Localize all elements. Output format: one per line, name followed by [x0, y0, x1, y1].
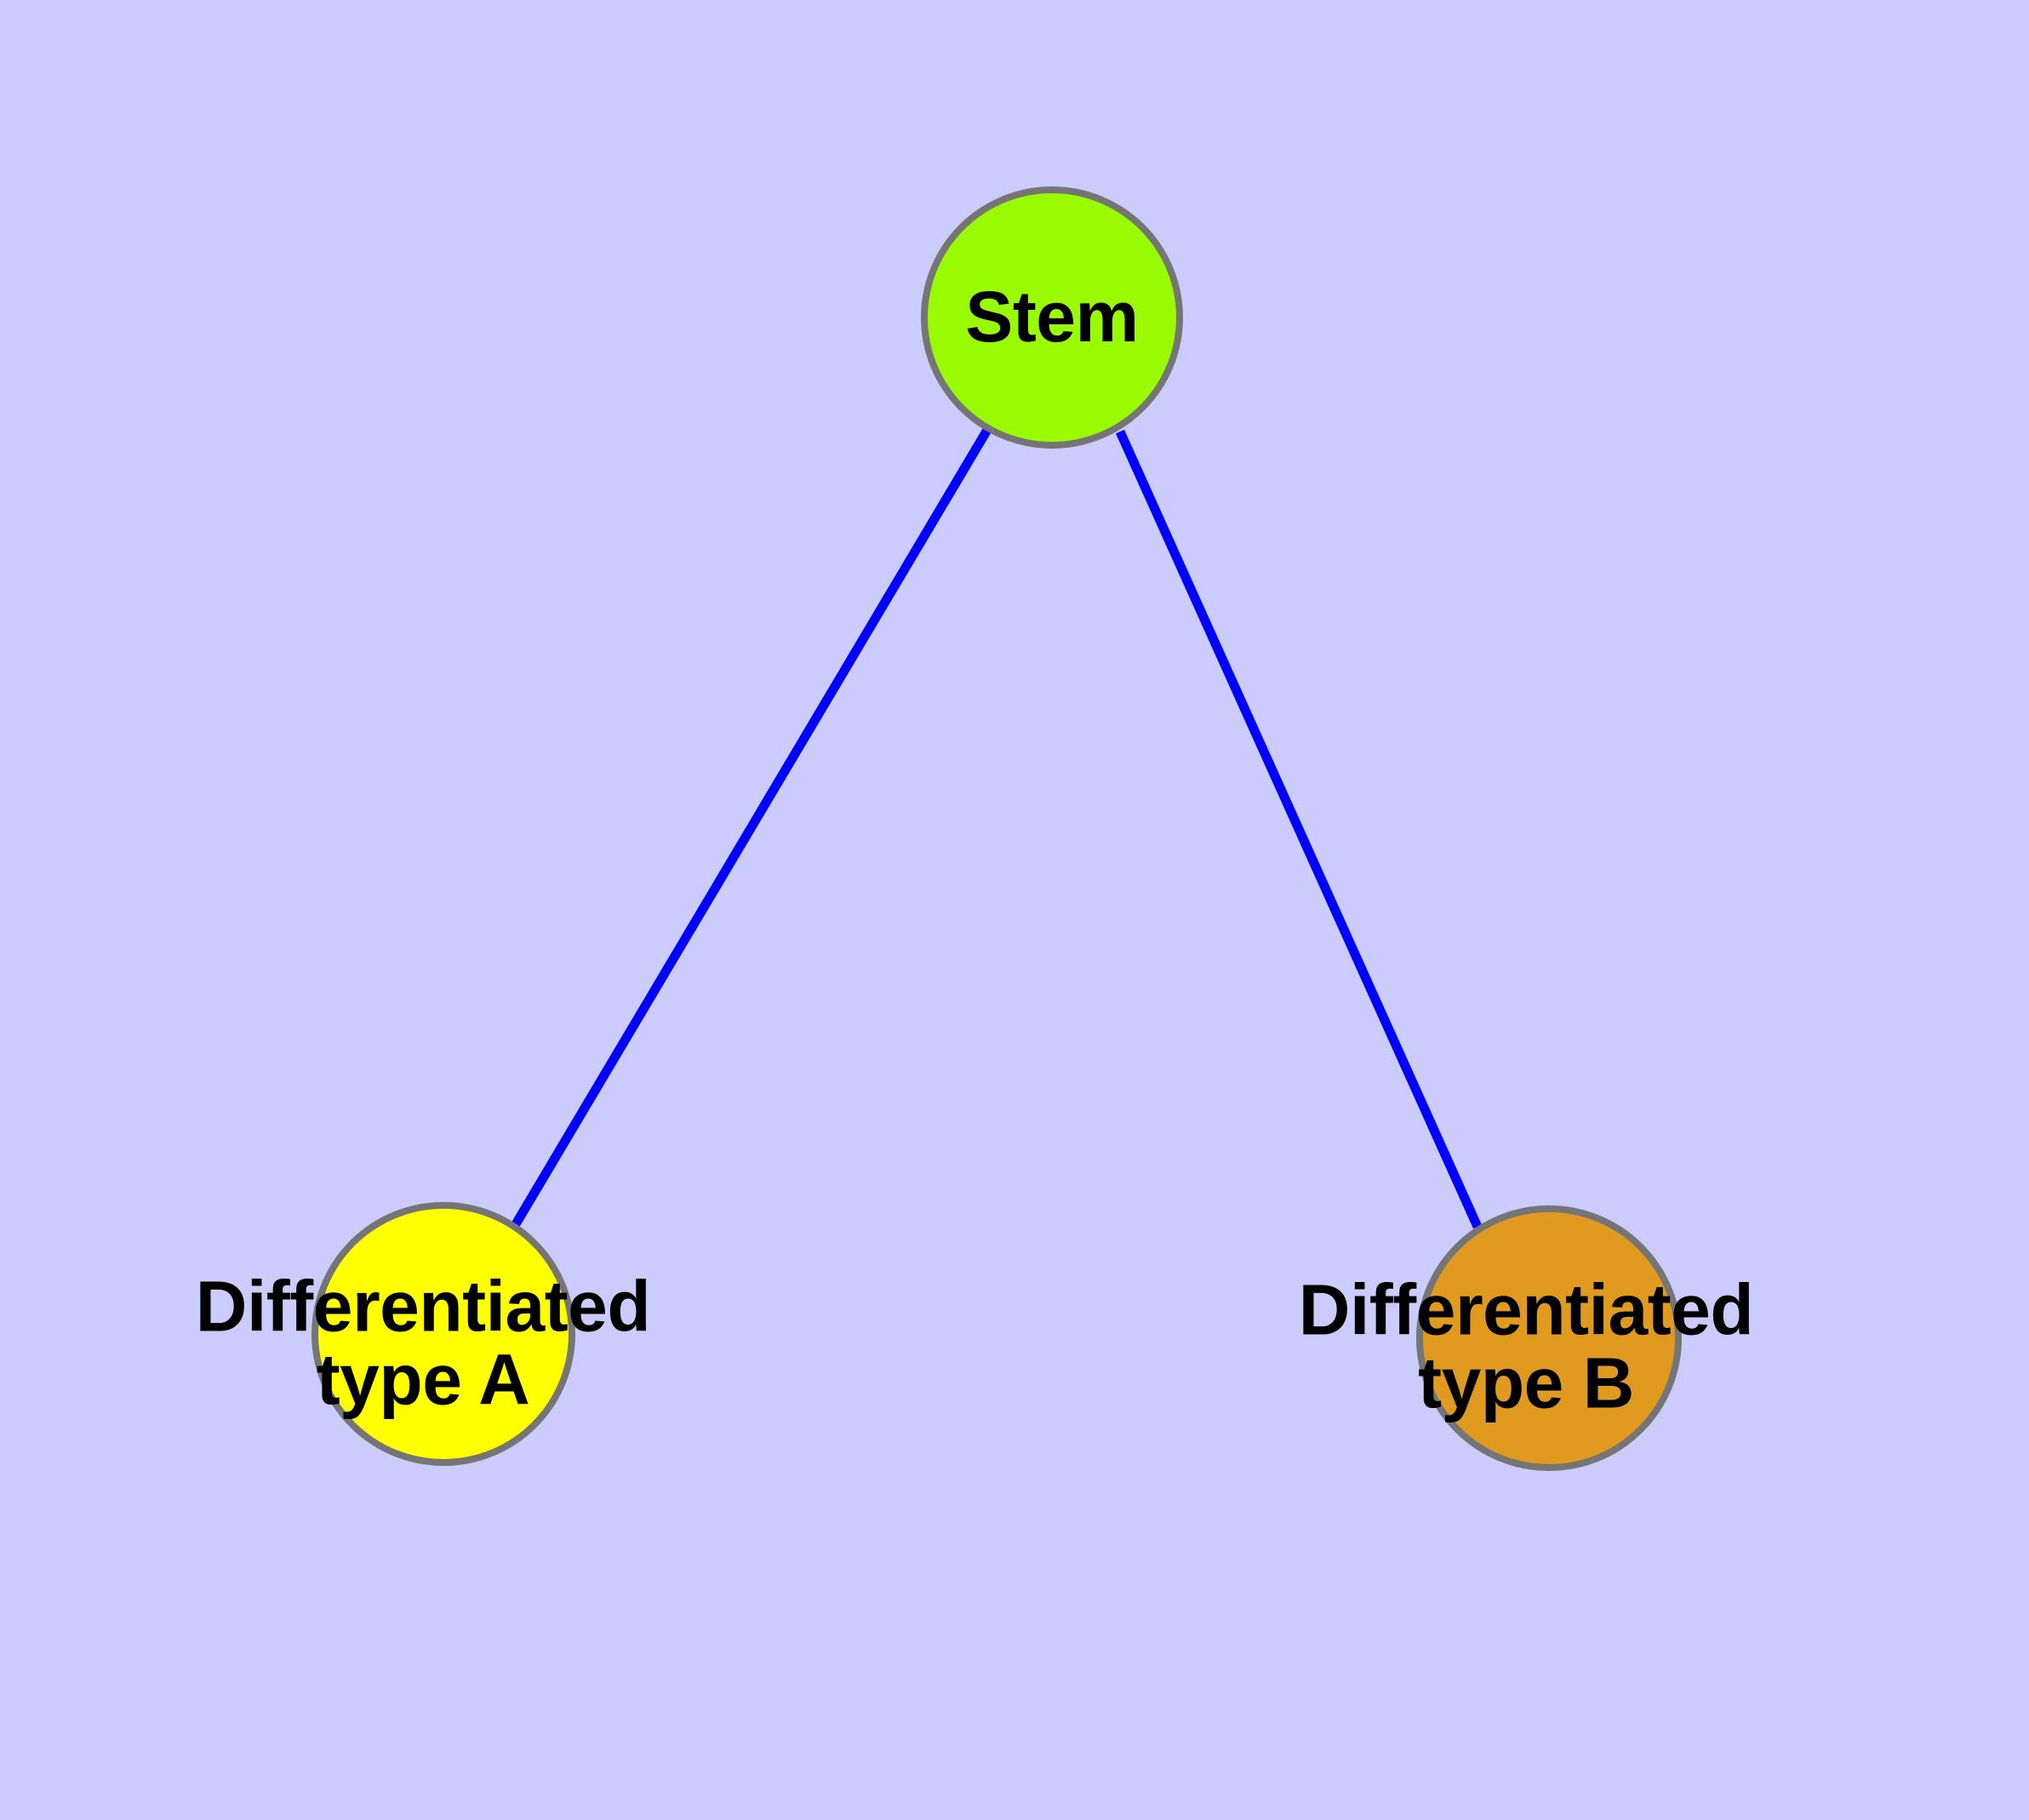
edge-stem-to-differentiated-type-a[interactable] — [512, 427, 992, 1227]
node-stem[interactable] — [921, 186, 1183, 449]
edge-stem-to-differentiated-type-b[interactable] — [1115, 429, 1483, 1229]
node-layer — [311, 186, 1682, 1471]
edge-layer — [512, 427, 1483, 1229]
node-differentiated-type-b[interactable] — [1416, 1205, 1682, 1471]
node-differentiated-type-a[interactable] — [311, 1202, 575, 1466]
